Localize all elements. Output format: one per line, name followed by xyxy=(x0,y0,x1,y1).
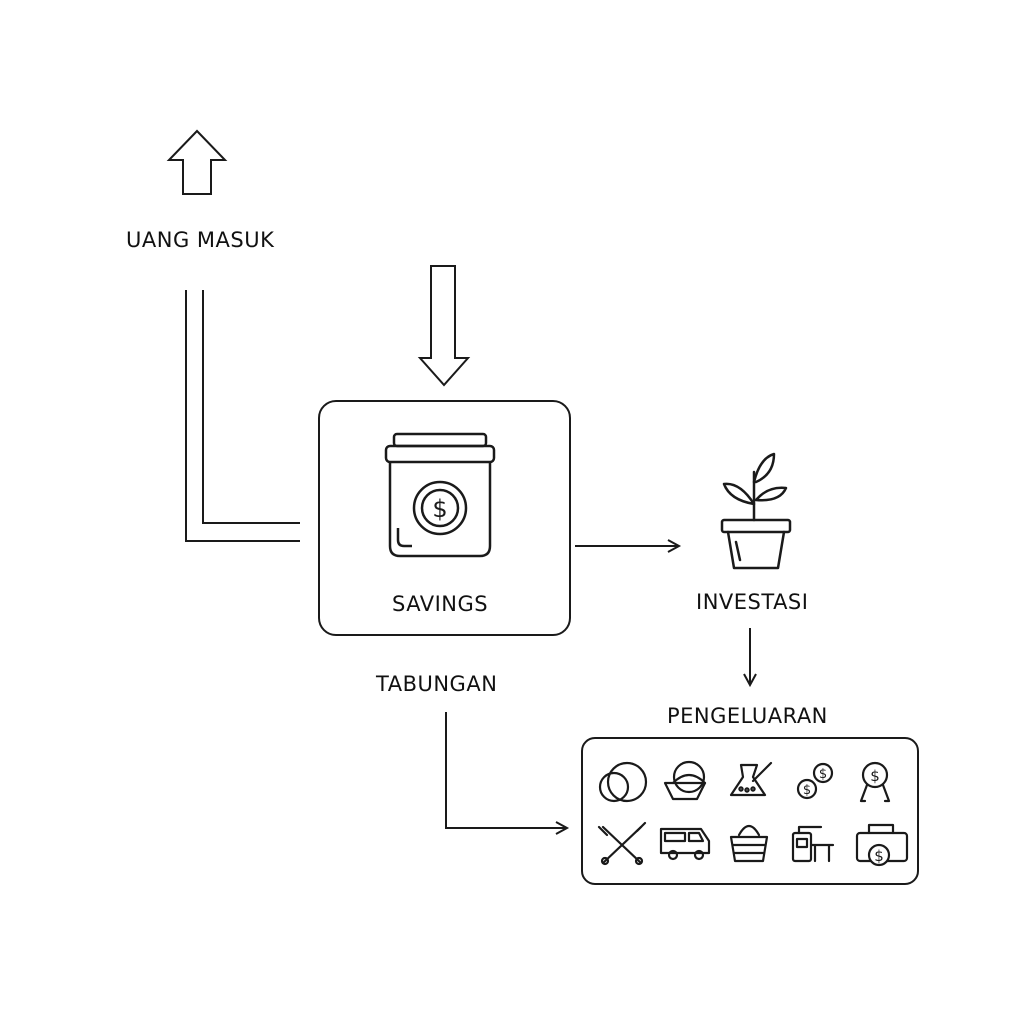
device-icon xyxy=(791,825,835,863)
money-tag-icon xyxy=(859,761,891,803)
expense-icons: $ $ $ $ xyxy=(597,760,909,867)
van-icon xyxy=(659,827,711,861)
investasi-to-pengeluaran-arrow xyxy=(743,628,757,688)
svg-text:$: $ xyxy=(432,495,447,523)
pengeluaran-label: PENGELUARAN xyxy=(667,704,828,728)
savings-to-investasi-arrow xyxy=(575,539,682,553)
plant-pot-icon xyxy=(720,452,792,570)
svg-text:$: $ xyxy=(874,847,884,865)
svg-text:$: $ xyxy=(870,767,880,785)
uang-masuk-label: UANG MASUK xyxy=(126,228,275,252)
tabungan-to-pengeluaran-arrow xyxy=(445,712,570,835)
svg-text:$: $ xyxy=(819,767,827,782)
money-coins-icon xyxy=(796,762,834,800)
coins-icon xyxy=(598,761,648,803)
up-arrow-icon xyxy=(166,129,228,195)
savings-box: $ SAVINGS xyxy=(318,400,571,636)
investasi-label: INVESTASI xyxy=(696,590,809,614)
savings-jar-icon: $ xyxy=(384,432,496,558)
savings-label: SAVINGS xyxy=(392,592,489,616)
cash-register-icon xyxy=(855,823,909,867)
basket-icon xyxy=(729,824,769,863)
income-flow-line-outer xyxy=(185,290,300,542)
bowl-icon xyxy=(663,760,707,801)
tabungan-label: TABUNGAN xyxy=(376,672,498,696)
utensils-icon xyxy=(597,821,647,866)
income-flow-line-inner xyxy=(202,290,300,524)
svg-text:$: $ xyxy=(803,783,811,798)
pengeluaran-box: $ $ $ $ xyxy=(581,737,919,885)
pot-icon xyxy=(729,761,773,797)
down-arrow-icon xyxy=(417,265,471,387)
